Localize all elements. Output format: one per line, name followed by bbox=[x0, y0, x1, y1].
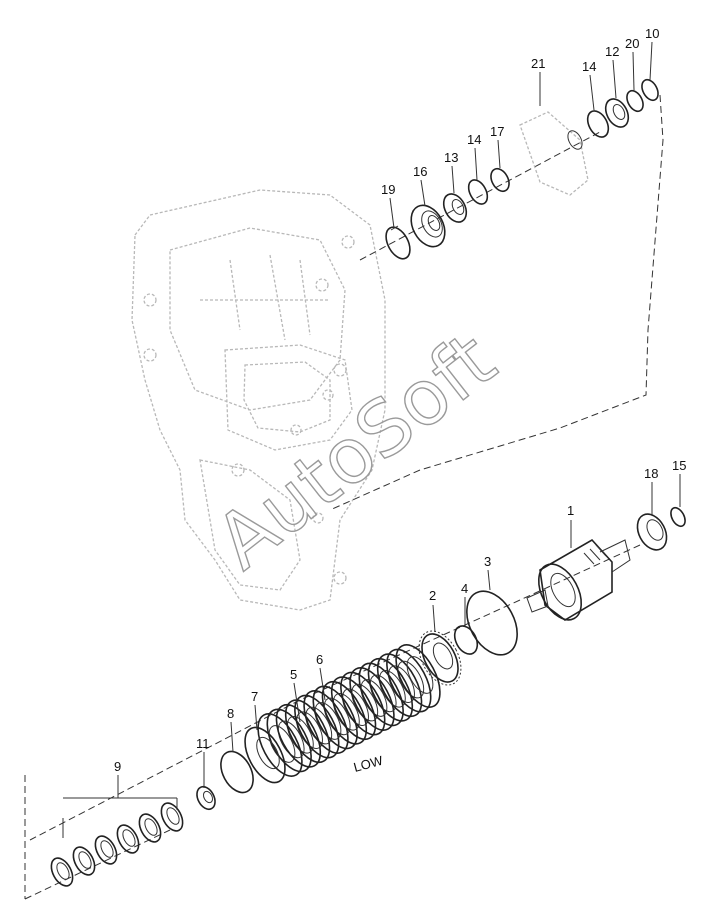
callout-1: 1 bbox=[567, 503, 574, 518]
shaft-21 bbox=[519, 111, 589, 196]
clutch-disk-bore bbox=[379, 670, 406, 708]
shim-ring bbox=[160, 802, 184, 832]
shim-ring bbox=[72, 846, 96, 876]
clutch-disk-bore bbox=[314, 702, 342, 740]
clutch-disk-bore bbox=[333, 693, 360, 731]
clutch-disk-bore bbox=[360, 679, 388, 717]
section-label-low: LOW bbox=[352, 753, 385, 775]
clutch-disk-bore bbox=[351, 683, 379, 722]
shim-ring-bore bbox=[78, 851, 92, 869]
clutch-disk bbox=[376, 653, 423, 718]
callout-17: 17 bbox=[490, 124, 504, 139]
clutch-disk bbox=[266, 708, 312, 773]
callout-15: 15 bbox=[672, 458, 686, 473]
callout-11: 11 bbox=[196, 736, 210, 751]
transmission-housing bbox=[131, 189, 386, 611]
ring-14-lower bbox=[467, 179, 489, 205]
clutch-disk bbox=[386, 648, 432, 713]
bearing-12 bbox=[604, 98, 630, 128]
clutch-disk-bore bbox=[388, 665, 415, 703]
bearing-16 bbox=[410, 204, 446, 248]
callout-3: 3 bbox=[484, 554, 491, 569]
clutch-disk-pack bbox=[257, 644, 441, 777]
callout-21: 21 bbox=[531, 56, 545, 71]
gear-2 bbox=[418, 630, 462, 686]
ring-3 bbox=[466, 590, 518, 656]
clutch-disk-bore bbox=[296, 711, 323, 749]
ring-4 bbox=[453, 625, 479, 655]
callout-16: 16 bbox=[413, 164, 427, 179]
shim-ring-bore bbox=[56, 862, 70, 880]
callout-13: 13 bbox=[444, 150, 458, 165]
end-plate-7 bbox=[244, 726, 286, 784]
lower-part-group bbox=[50, 506, 686, 887]
callout-6: 6 bbox=[316, 652, 323, 667]
clutch-disk bbox=[312, 685, 358, 750]
ring-14-upper bbox=[586, 110, 610, 138]
clutch-disk bbox=[321, 680, 368, 745]
clutch-disk bbox=[294, 694, 340, 759]
snap-ring-8 bbox=[220, 750, 254, 794]
callout-10: 10 bbox=[645, 26, 659, 41]
clutch-disk bbox=[340, 671, 386, 736]
clutch-disk-bore bbox=[287, 716, 314, 754]
clutch-disk bbox=[303, 690, 349, 754]
clutch-disk bbox=[349, 667, 395, 731]
shim-ring bbox=[50, 857, 74, 887]
clutch-disk-bore bbox=[277, 720, 305, 759]
callout-7: 7 bbox=[251, 689, 258, 704]
washer-11 bbox=[196, 785, 216, 811]
callout-14-lower: 14 bbox=[467, 132, 481, 147]
shim-ring bbox=[138, 813, 162, 843]
callout-5: 5 bbox=[290, 667, 297, 682]
callout-12: 12 bbox=[605, 44, 619, 59]
snap-ring-15 bbox=[670, 506, 686, 528]
callout-9-bracket bbox=[62, 775, 178, 838]
clutch-disk bbox=[367, 657, 414, 722]
shim-ring-bore bbox=[144, 818, 158, 836]
clutch-disk bbox=[358, 662, 404, 727]
ring-10 bbox=[641, 78, 659, 102]
shim-ring bbox=[116, 824, 140, 854]
clutch-disk-bore bbox=[305, 706, 333, 745]
bearing-13 bbox=[442, 193, 468, 223]
callout-14-upper: 14 bbox=[582, 59, 596, 74]
callout-19: 19 bbox=[381, 182, 395, 197]
clutch-disk bbox=[284, 699, 331, 764]
clutch-disk bbox=[395, 644, 441, 708]
callout-leaders bbox=[203, 41, 681, 788]
upper-part-group bbox=[385, 78, 659, 260]
ring-17 bbox=[490, 167, 510, 193]
callout-18: 18 bbox=[644, 466, 658, 481]
shim-ring-bore bbox=[100, 840, 114, 858]
assembly-axis-lines bbox=[24, 94, 664, 900]
clutch-disk-bore bbox=[369, 674, 397, 713]
clutch-disk-bore bbox=[323, 697, 351, 736]
watermark-text: AutoSoft bbox=[199, 315, 511, 586]
clutch-disk bbox=[330, 676, 377, 741]
callout-9: 9 bbox=[114, 759, 121, 774]
callout-8: 8 bbox=[227, 706, 234, 721]
callout-4: 4 bbox=[461, 581, 468, 596]
shim-ring-bore bbox=[122, 829, 136, 847]
shim-set-9 bbox=[50, 802, 184, 887]
gear-hub-1 bbox=[526, 538, 631, 621]
shim-ring-bore bbox=[166, 807, 180, 825]
ring-20 bbox=[626, 89, 644, 113]
clutch-disk-bore bbox=[342, 688, 369, 726]
snap-ring-19 bbox=[385, 225, 411, 260]
clutch-disk-bore bbox=[406, 656, 434, 694]
clutch-disk bbox=[275, 703, 322, 768]
callout-20: 20 bbox=[625, 36, 639, 51]
clutch-disk-bore bbox=[268, 725, 296, 763]
shim-ring bbox=[94, 835, 118, 865]
clutch-disk-bore bbox=[397, 660, 425, 699]
clutch-disk bbox=[257, 713, 303, 777]
bearing-18 bbox=[636, 513, 668, 551]
callout-labels: 1 2 3 4 5 6 7 8 9 10 11 12 13 14 14 15 1… bbox=[114, 26, 686, 774]
callout-2: 2 bbox=[429, 588, 436, 603]
